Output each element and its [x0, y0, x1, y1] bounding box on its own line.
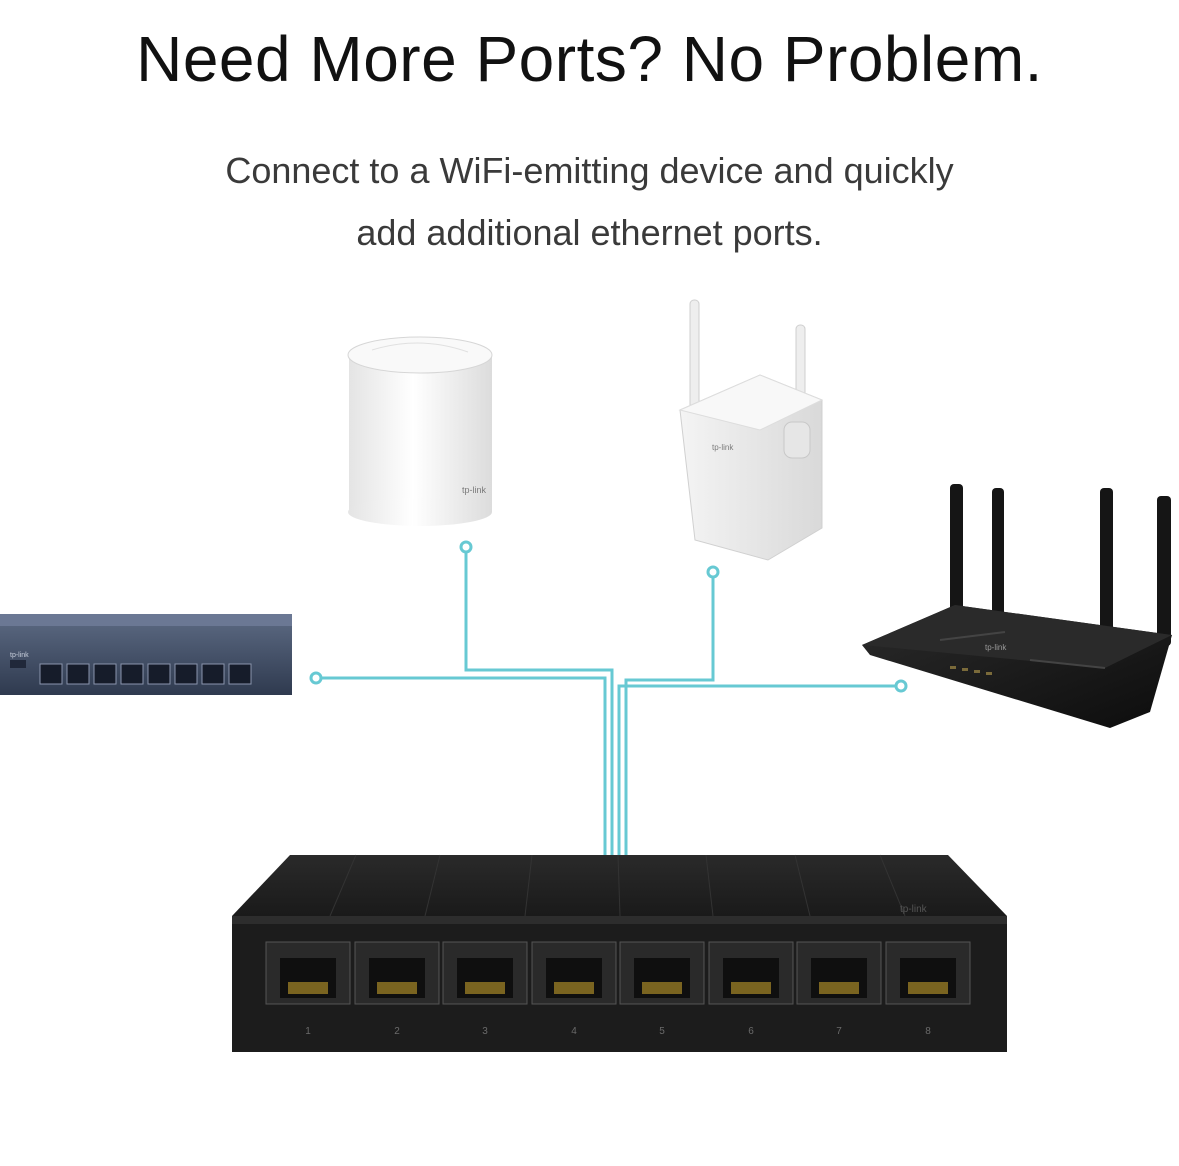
port-number: 6 — [748, 1026, 754, 1037]
node-extender — [706, 565, 720, 579]
port-number: 3 — [482, 1026, 488, 1037]
subtitle-line-2: add additional ethernet ports. — [356, 212, 823, 253]
line-router — [617, 684, 898, 855]
svg-text:tp-link: tp-link — [10, 652, 29, 659]
connector-lines — [318, 552, 898, 855]
mesh-unit-icon: tp-link — [347, 336, 493, 526]
line-left-switch — [318, 676, 607, 855]
node-router — [894, 679, 908, 693]
gaming-router-icon: tp-link — [862, 484, 1172, 728]
svg-text:tp-link: tp-link — [462, 485, 487, 495]
ethernet-port — [531, 941, 617, 1005]
node-left-switch — [309, 671, 323, 685]
ethernet-port — [708, 941, 794, 1005]
ethernet-ports — [265, 941, 971, 1005]
ethernet-port — [885, 941, 971, 1005]
line-extender — [624, 578, 715, 855]
svg-text:tp-link: tp-link — [712, 443, 734, 452]
port-number: 1 — [305, 1026, 311, 1037]
ethernet-port — [796, 941, 882, 1005]
node-mesh — [459, 540, 473, 554]
8-port-desktop-switch-icon: tp-link — [232, 854, 1007, 1052]
port-number: 4 — [571, 1026, 577, 1037]
port-number-labels: 1 2 3 4 5 6 7 8 — [305, 1026, 931, 1037]
svg-text:tp-link: tp-link — [985, 643, 1007, 652]
subtitle: Connect to a WiFi-emitting device and qu… — [0, 140, 1179, 264]
subtitle-line-1: Connect to a WiFi-emitting device and qu… — [225, 150, 954, 191]
ethernet-port — [354, 941, 440, 1005]
ethernet-port — [619, 941, 705, 1005]
page-title: Need More Ports? No Problem. — [136, 23, 1043, 95]
line-mesh — [464, 552, 614, 855]
port-number: 8 — [925, 1026, 931, 1037]
connector-nodes — [309, 540, 908, 693]
port-number: 7 — [836, 1026, 842, 1037]
metal-desktop-switch-icon: tp-link — [0, 614, 292, 695]
port-number: 5 — [659, 1026, 665, 1037]
ethernet-port — [442, 941, 528, 1005]
port-number: 2 — [394, 1026, 400, 1037]
range-extender-icon: tp-link — [678, 299, 824, 561]
svg-text:tp-link: tp-link — [900, 904, 928, 915]
ethernet-port — [265, 941, 351, 1005]
